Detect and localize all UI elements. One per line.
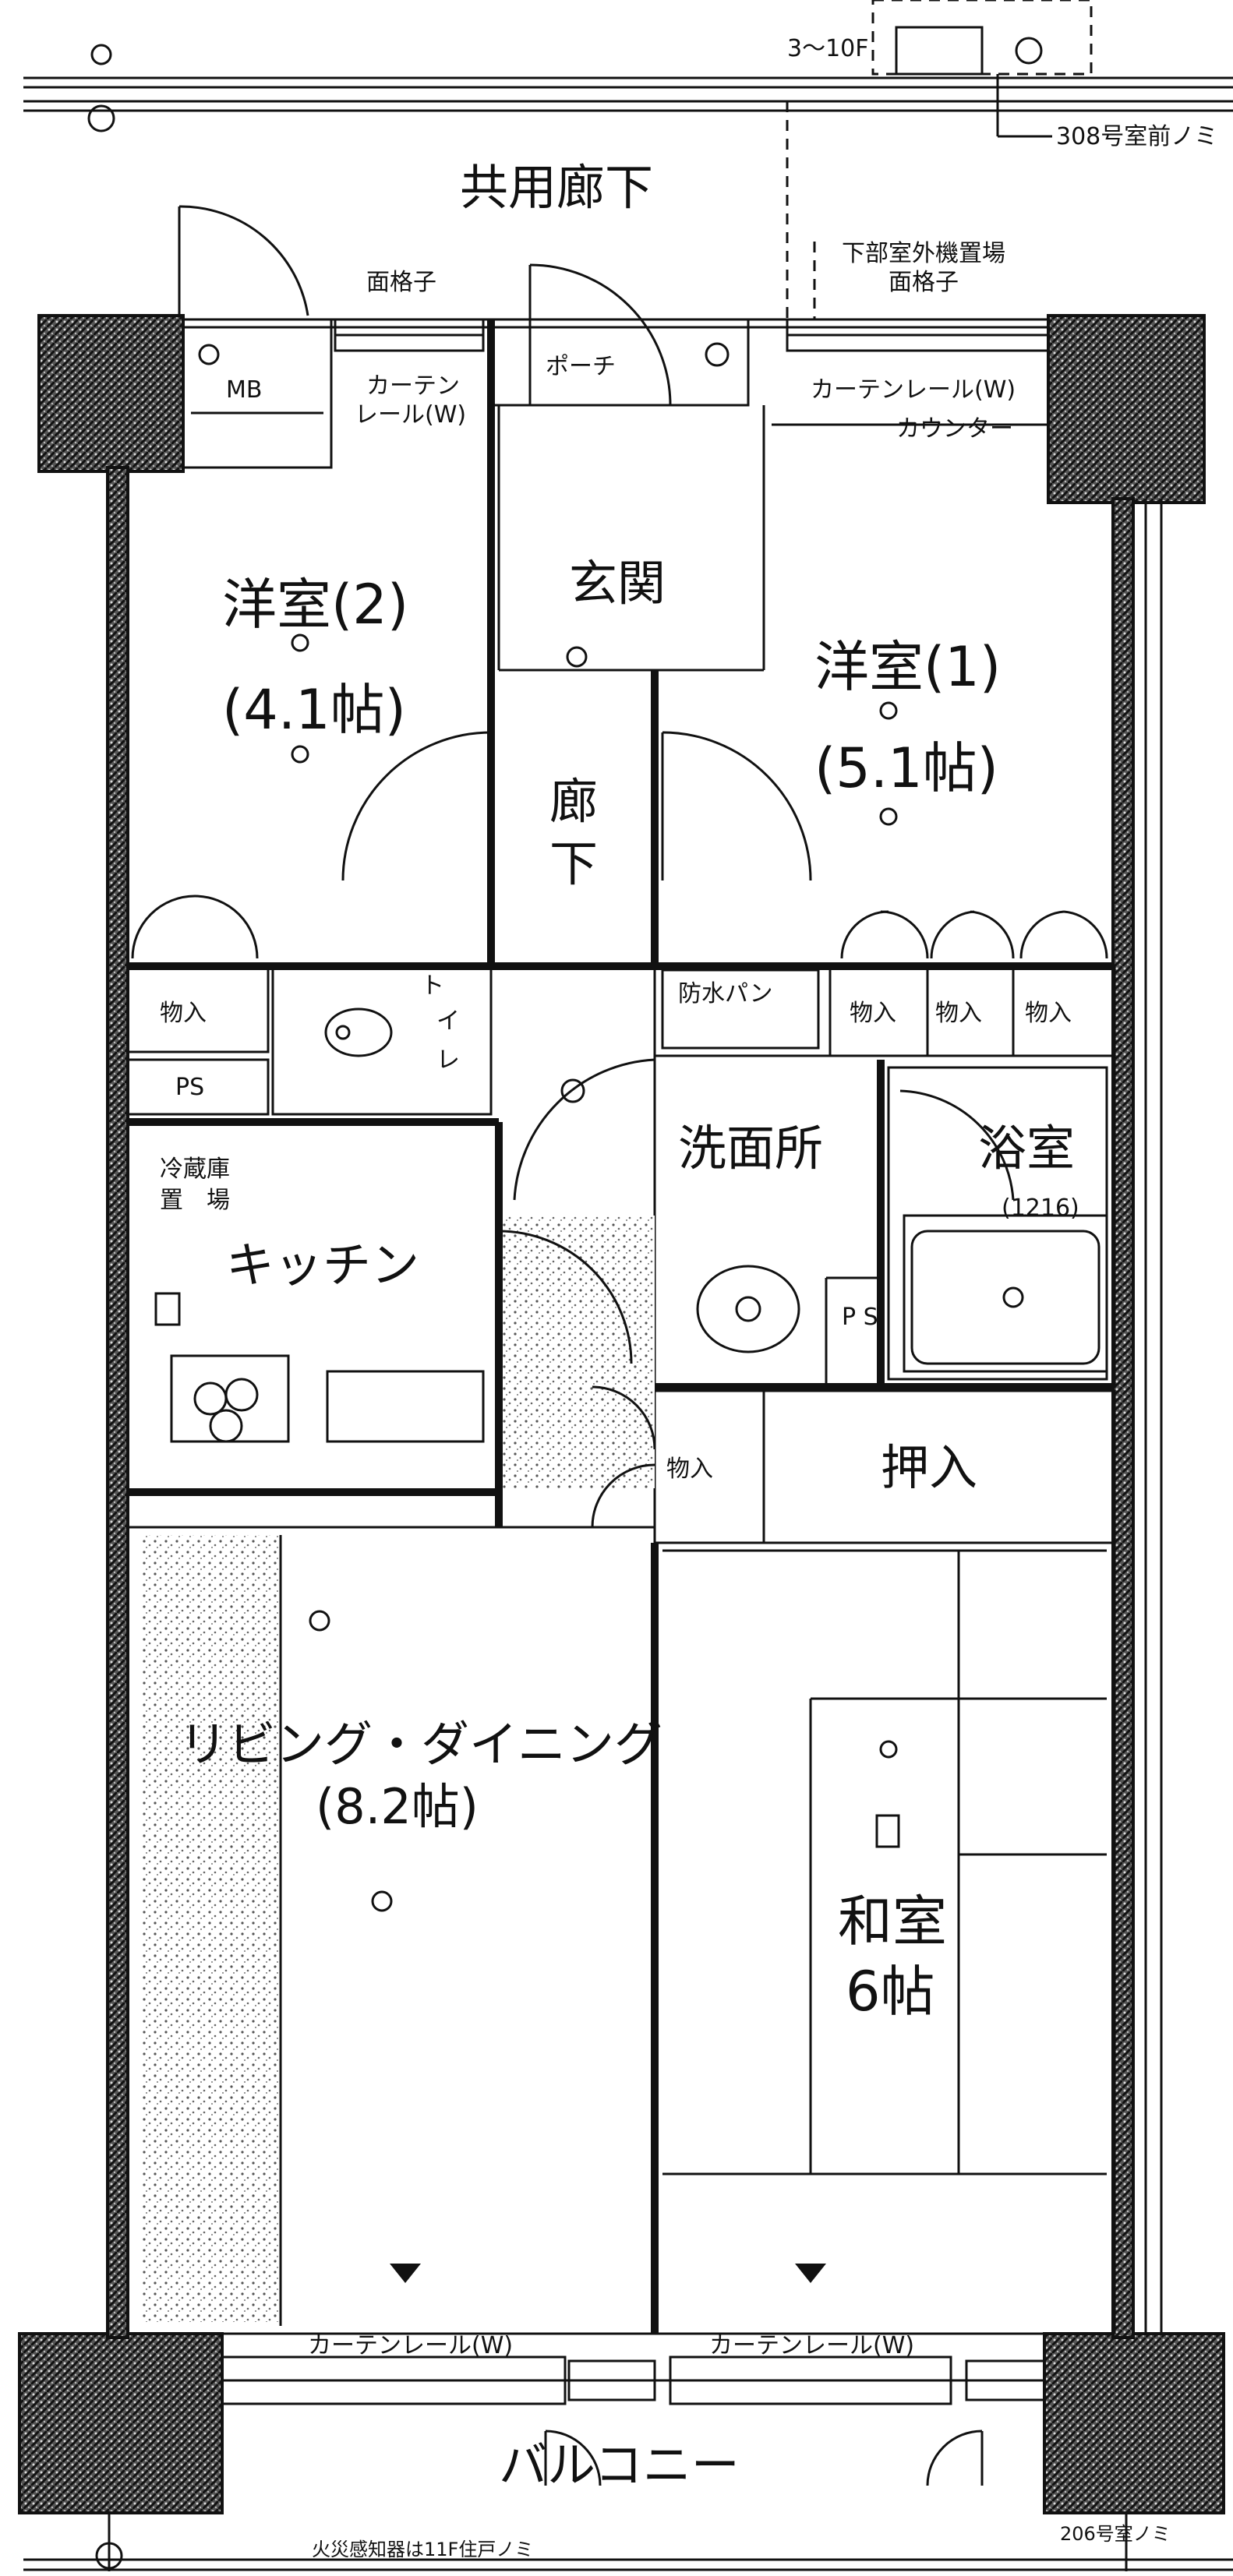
bath-size-label: (1216) (1002, 1194, 1079, 1222)
toilet-label-3: レ (436, 1046, 460, 1074)
living-label: リビング・ダイニング (179, 1716, 662, 1773)
ceiling-lights (291, 633, 900, 1912)
curtain-bottom-right-label: カーテンレール(W) (709, 2332, 914, 2359)
western2-name: 洋室(2) (222, 573, 408, 637)
column-top-right (1047, 314, 1206, 504)
curtain-left-label-2: レール(W) (355, 401, 466, 429)
ps-left-label: PS (175, 1074, 204, 1101)
storage-r2-label: 物入 (935, 1000, 982, 1027)
fridge-label-1: 冷蔵庫 (160, 1156, 230, 1183)
lattice-left-label: 面格子 (366, 269, 436, 296)
japanese-size-label: 6帖 (846, 1960, 935, 2024)
toilet-label-1: ト (421, 972, 444, 1000)
exterior-walls (106, 318, 1163, 2339)
storage-r1-label: 物入 (850, 1000, 896, 1027)
fridge-label-2: 置 場 (160, 1187, 230, 1214)
mb-label: MB (226, 376, 262, 404)
storage-left-label: 物入 (160, 1000, 207, 1027)
mb-box (178, 205, 333, 469)
entrance-label: 玄関 (569, 555, 666, 612)
storage-mid-label: 物入 (666, 1456, 713, 1483)
corridor-railing (23, 0, 1233, 138)
balcony-railing (23, 2513, 1233, 2571)
bath-label: 浴室 (978, 1120, 1075, 1177)
western1-size: (5.1帖) (814, 736, 998, 800)
washroom-label: 洗面所 (678, 1120, 823, 1177)
western2-size: (4.1帖) (222, 678, 406, 742)
column-top-left (37, 314, 185, 473)
porch (489, 263, 750, 407)
common-corridor-label: 共用廊下 (460, 159, 653, 216)
japanese-name-label: 和室 (838, 1890, 947, 1953)
marker-triangle-right (795, 2264, 826, 2283)
toilet-label-2: イ (436, 1007, 460, 1035)
western1-name: 洋室(1) (814, 635, 1001, 699)
bottom-room-note-label: 206号室ノミ (1060, 2523, 1171, 2545)
kitchen-label: キッチン (226, 1237, 419, 1293)
curtain-right-label: カーテンレール(W) (811, 376, 1016, 404)
counter-label: カウンター (896, 415, 1013, 443)
storage-r3-label: 物入 (1025, 1000, 1072, 1027)
lattice-right-label: 面格子 (889, 269, 959, 296)
column-bottom-left (18, 2332, 224, 2514)
closet-label: 押入 (881, 1439, 977, 1496)
outdoor-unit-area (786, 101, 816, 319)
hall-label-2: 下 (549, 835, 598, 892)
top-floor-note: 3～10F (787, 35, 869, 62)
waterproof-pan-label: 防水パン (678, 980, 773, 1007)
hall-label-1: 廊 (549, 773, 598, 830)
column-bottom-right (1043, 2332, 1225, 2514)
doors (131, 731, 1108, 2486)
fire-note-label: 火災感知器は11F住戸ノミ (312, 2539, 533, 2560)
curtain-left-label-1: カーテン (366, 372, 460, 400)
outdoor-unit-label: 下部室外機置場 (842, 240, 1005, 267)
balcony-label: バルコニー (499, 2437, 740, 2493)
curtain-bottom-left-label: カーテンレール(W) (308, 2332, 513, 2359)
fixtures (154, 1007, 1101, 1443)
marker-triangle-left (390, 2264, 421, 2283)
ps-bath-label: P S (842, 1304, 878, 1331)
porch-label: ポーチ (546, 353, 616, 380)
living-size-label: (8.2帖) (316, 1778, 479, 1835)
top-windows (334, 318, 1050, 352)
top-room-note: 308号室前ノミ (1056, 123, 1217, 150)
interior-walls (126, 319, 1116, 2405)
